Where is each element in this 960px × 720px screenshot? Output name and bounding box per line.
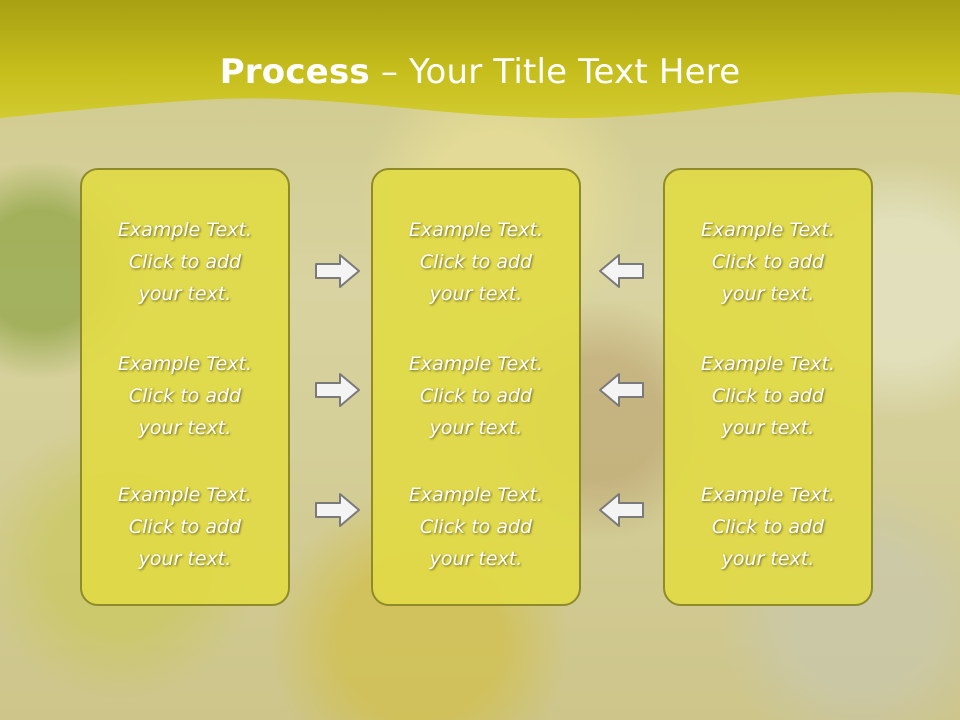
left-arrow-icon: [599, 254, 644, 288]
text-placeholder[interactable]: Example Text. Click to add your text.: [408, 484, 544, 570]
process-box-1[interactable]: Example Text. Click to add your text. Ex…: [80, 168, 290, 606]
page-title: Process – Your Title Text Here: [0, 52, 960, 92]
right-arrow-icon: [315, 254, 360, 288]
right-arrow-icon: [315, 493, 360, 527]
text-placeholder[interactable]: Example Text. Click to add your text.: [700, 219, 836, 305]
text-placeholder[interactable]: Example Text. Click to add your text.: [117, 484, 253, 570]
text-placeholder[interactable]: Example Text. Click to add your text.: [700, 484, 836, 570]
process-box-2[interactable]: Example Text. Click to add your text. Ex…: [371, 168, 581, 606]
title-bold: Process: [219, 52, 370, 92]
left-arrow-icon: [599, 373, 644, 407]
text-placeholder[interactable]: Example Text. Click to add your text.: [408, 219, 544, 305]
process-box-3[interactable]: Example Text. Click to add your text. Ex…: [663, 168, 873, 606]
text-placeholder[interactable]: Example Text. Click to add your text.: [408, 353, 544, 439]
text-placeholder[interactable]: Example Text. Click to add your text.: [700, 353, 836, 439]
right-arrow-icon: [315, 373, 360, 407]
banner-shape: [0, 0, 960, 119]
left-arrow-icon: [599, 493, 644, 527]
text-placeholder[interactable]: Example Text. Click to add your text.: [117, 353, 253, 439]
text-placeholder[interactable]: Example Text. Click to add your text.: [117, 219, 253, 305]
title-banner: Process – Your Title Text Here: [0, 0, 960, 150]
title-rest: – Your Title Text Here: [369, 52, 741, 92]
